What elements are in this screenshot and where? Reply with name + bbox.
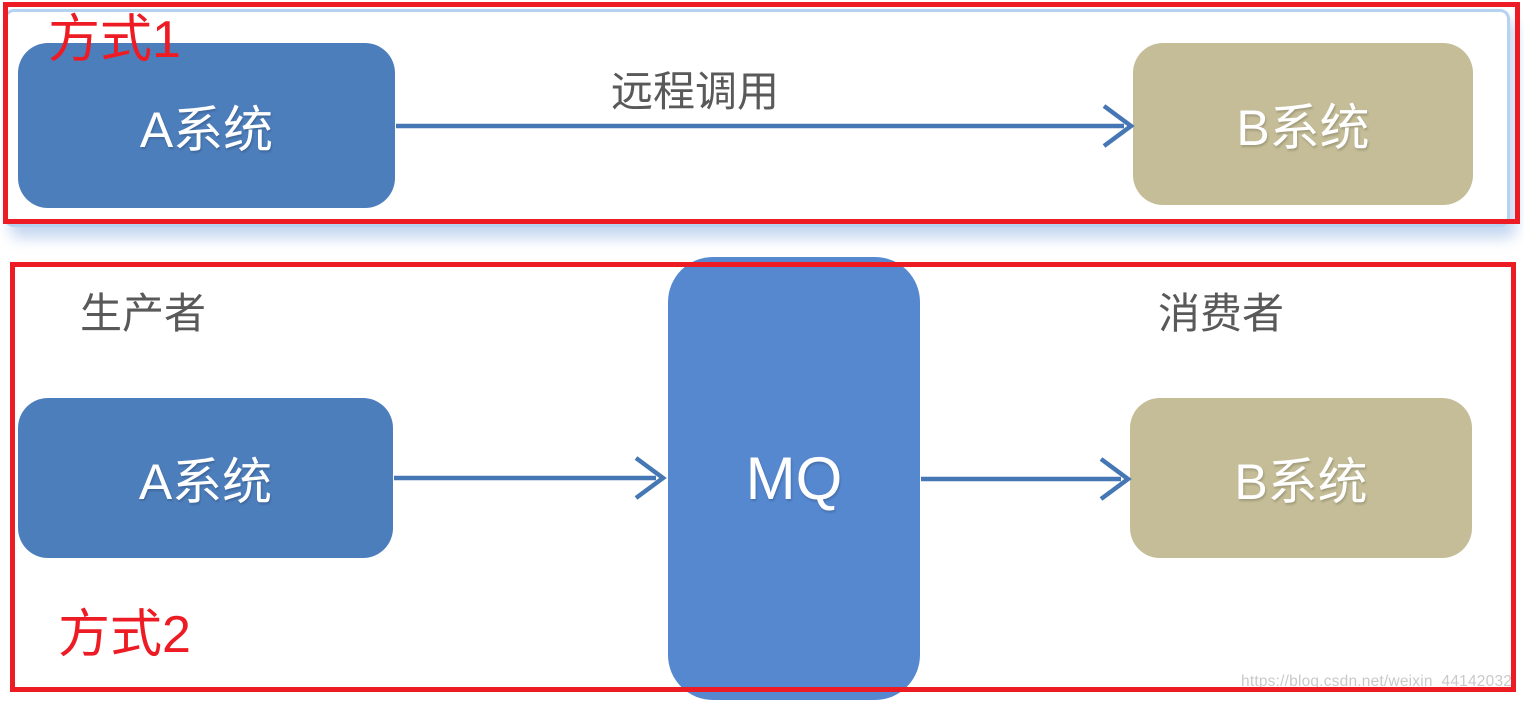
method2-arrow-to-b-icon bbox=[921, 457, 1132, 501]
method2-arrow-to-mq-icon bbox=[394, 456, 667, 500]
method2-system-a-box: A系统 bbox=[18, 398, 393, 558]
method1-system-b-box: B系统 bbox=[1133, 43, 1473, 205]
remote-call-label: 远程调用 bbox=[610, 68, 779, 115]
watermark: https://blog.csdn.net/weixin_44142032 bbox=[1241, 673, 1513, 690]
method1-system-b-text: B系统 bbox=[1236, 100, 1370, 156]
method2-system-b-text: B系统 bbox=[1234, 454, 1368, 510]
mq-box: MQ bbox=[668, 257, 920, 700]
method2-system-a-text: A系统 bbox=[138, 454, 273, 510]
method1-system-a-box: A系统 bbox=[18, 43, 395, 208]
method1-system-a-text: A系统 bbox=[139, 101, 274, 158]
consumer-label: 消费者 bbox=[1158, 290, 1285, 337]
method2-label: 方式2 bbox=[58, 606, 191, 664]
producer-label: 生产者 bbox=[80, 290, 207, 337]
method2-system-b-box: B系统 bbox=[1130, 398, 1472, 558]
mq-text: MQ bbox=[745, 445, 843, 512]
method1-label: 方式1 bbox=[48, 11, 181, 69]
